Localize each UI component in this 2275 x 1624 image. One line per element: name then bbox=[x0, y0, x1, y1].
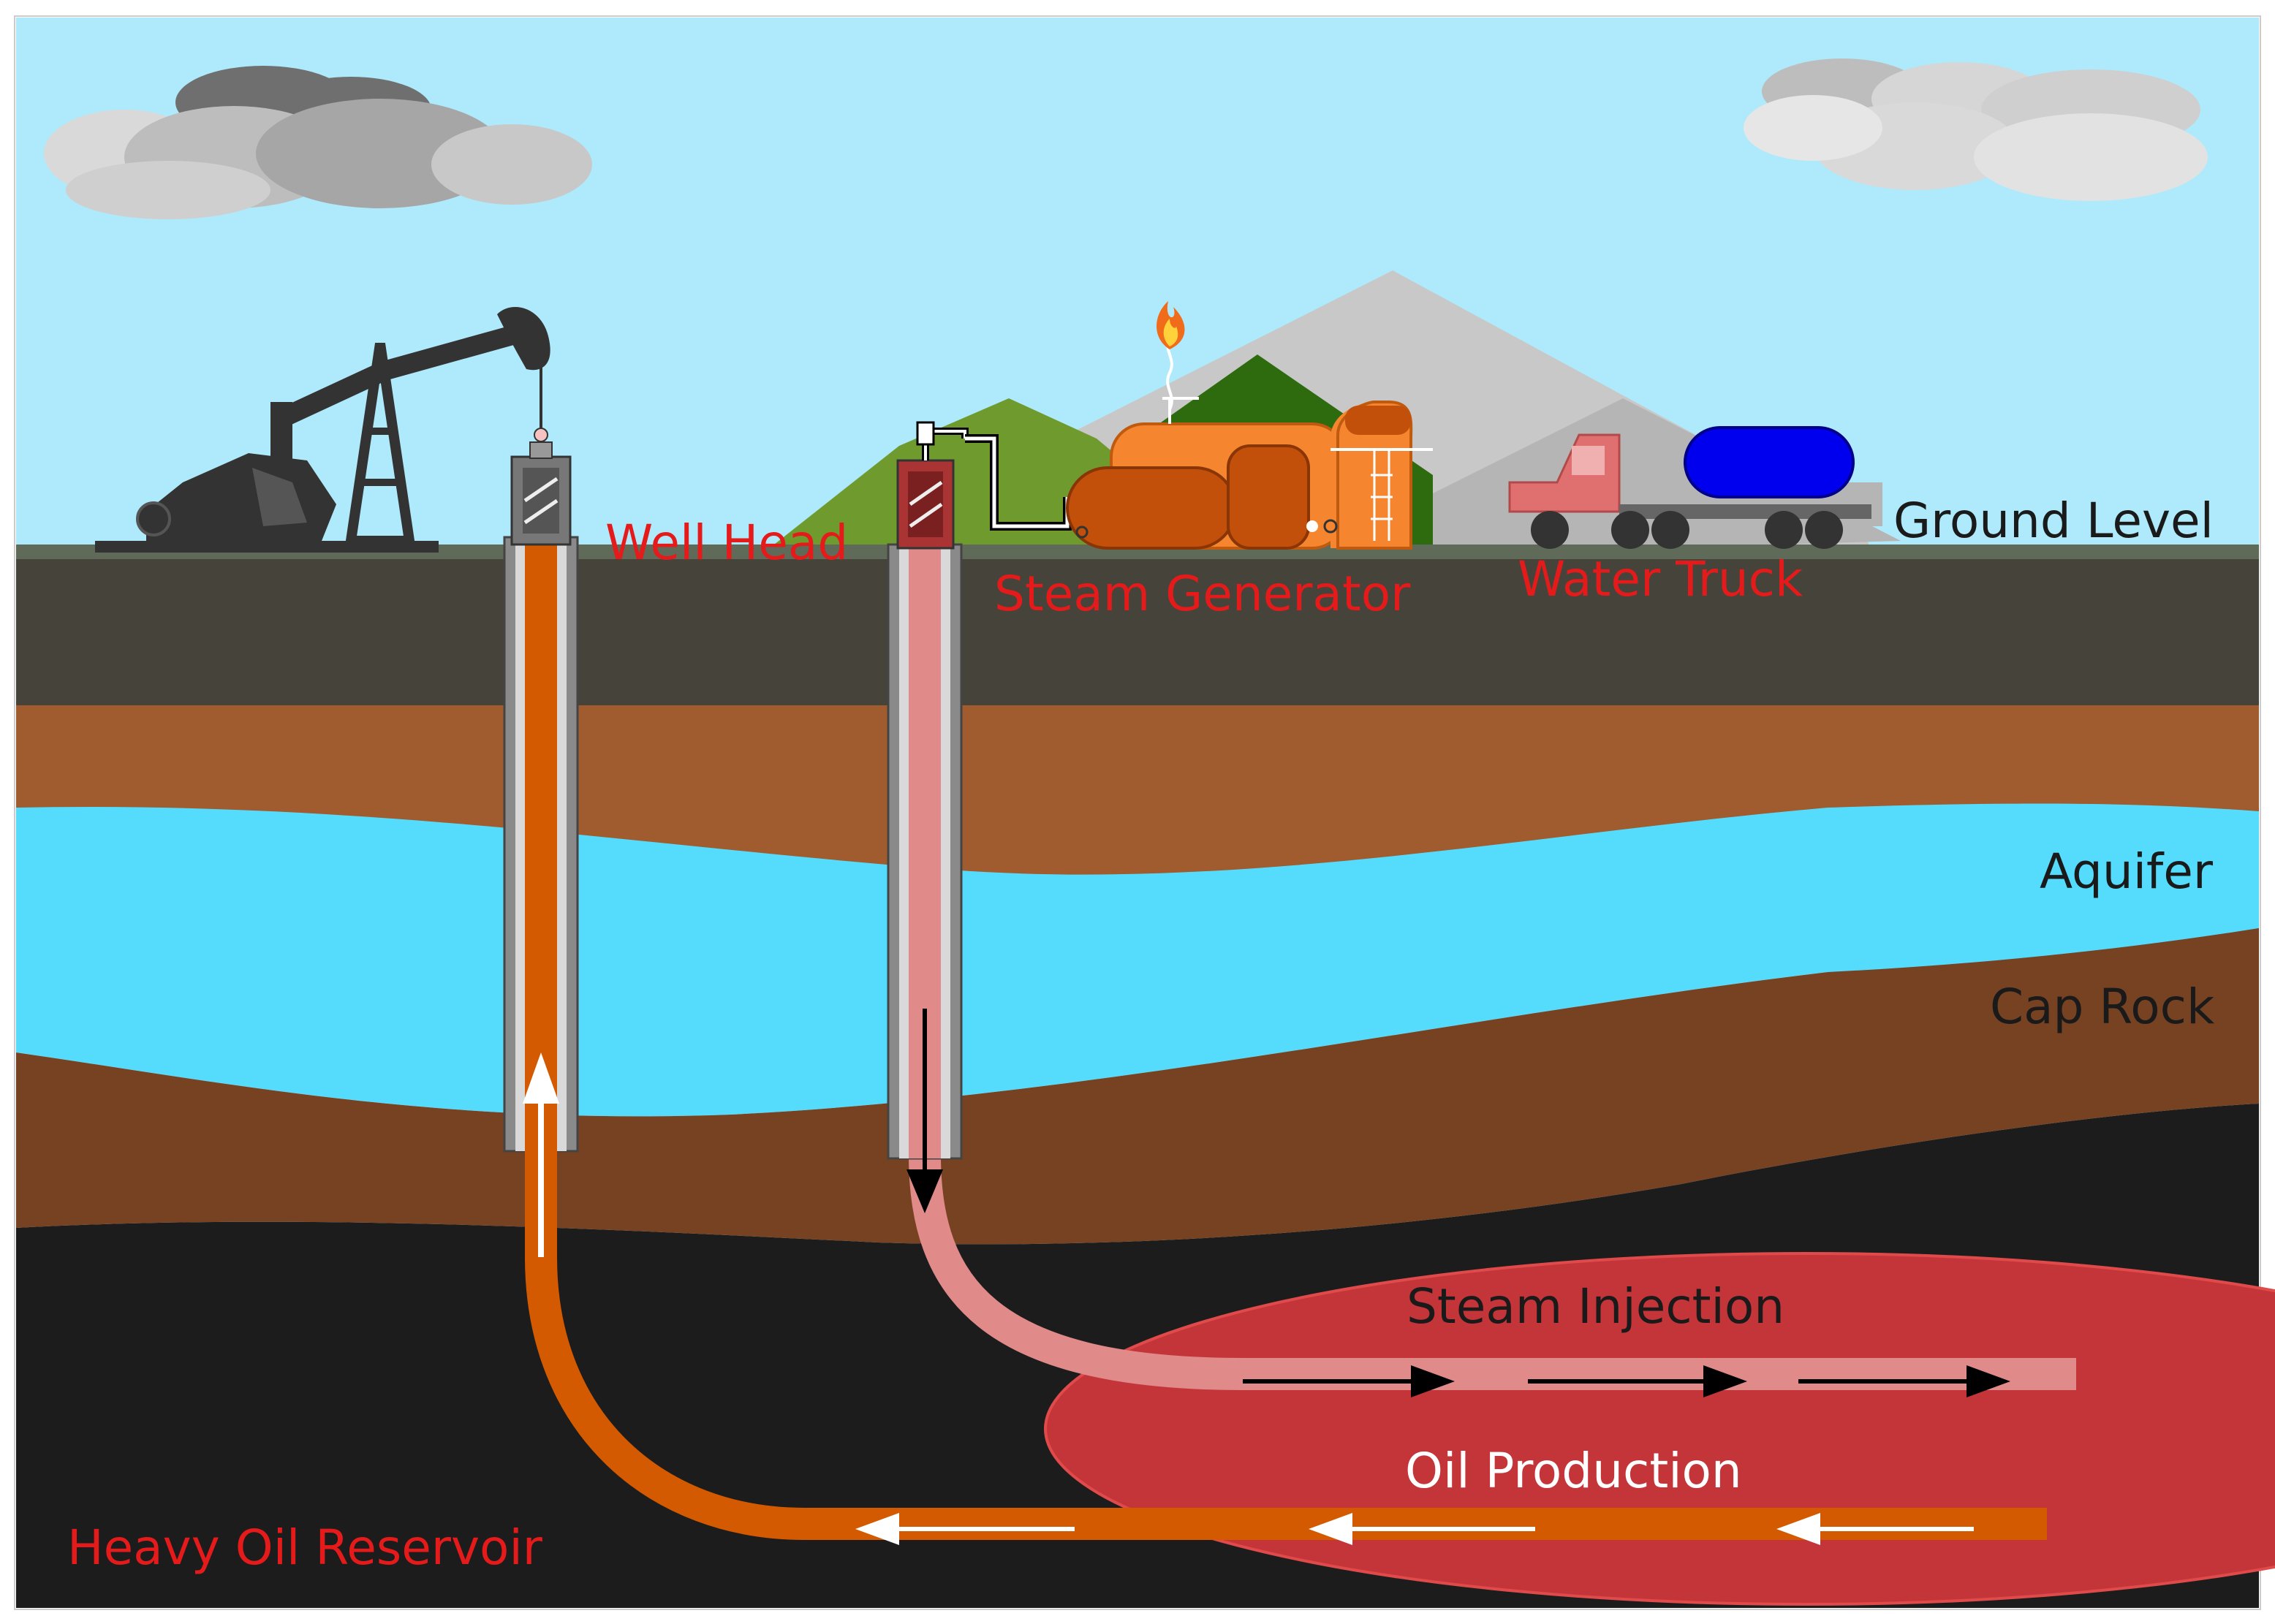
cloud-right-icon bbox=[1744, 58, 2208, 201]
label-ground-level: Ground Level bbox=[1893, 493, 2214, 549]
pump-jack-icon bbox=[95, 307, 550, 553]
label-aquifer: Aquifer bbox=[2040, 843, 2214, 900]
steam-down-arrowhead-icon bbox=[906, 1169, 943, 1213]
label-water-truck: Water Truck bbox=[1518, 551, 1803, 607]
injection-wellhead-icon bbox=[896, 421, 969, 550]
label-steam-generator: Steam Generator bbox=[994, 566, 1411, 622]
oil-flow-arrows bbox=[855, 1513, 1974, 1545]
label-well-head: Well Head bbox=[605, 515, 848, 571]
label-heavy-oil-reservoir: Heavy Oil Reservoir bbox=[67, 1519, 543, 1576]
flame-icon bbox=[1157, 301, 1185, 349]
cloud-left-icon bbox=[44, 66, 592, 219]
cap-rock-layer bbox=[16, 928, 2259, 1245]
label-oil-production: Oil Production bbox=[1405, 1443, 1742, 1499]
mountain-green-light bbox=[760, 398, 1155, 555]
oil-up-arrowhead-icon bbox=[523, 1052, 559, 1104]
steam-injection-pipe bbox=[909, 1154, 2076, 1390]
water-truck-icon bbox=[1502, 426, 1882, 549]
topsoil-layer bbox=[16, 559, 2259, 713]
steam-flow-arrows bbox=[1243, 1365, 2010, 1397]
steam-generator-icon bbox=[1066, 397, 1433, 550]
production-wellhead-icon bbox=[510, 441, 572, 546]
oil-production-pipe bbox=[525, 1133, 2047, 1540]
label-steam-injection: Steam Injection bbox=[1407, 1278, 1784, 1335]
label-cap-rock: Cap Rock bbox=[1990, 979, 2215, 1035]
